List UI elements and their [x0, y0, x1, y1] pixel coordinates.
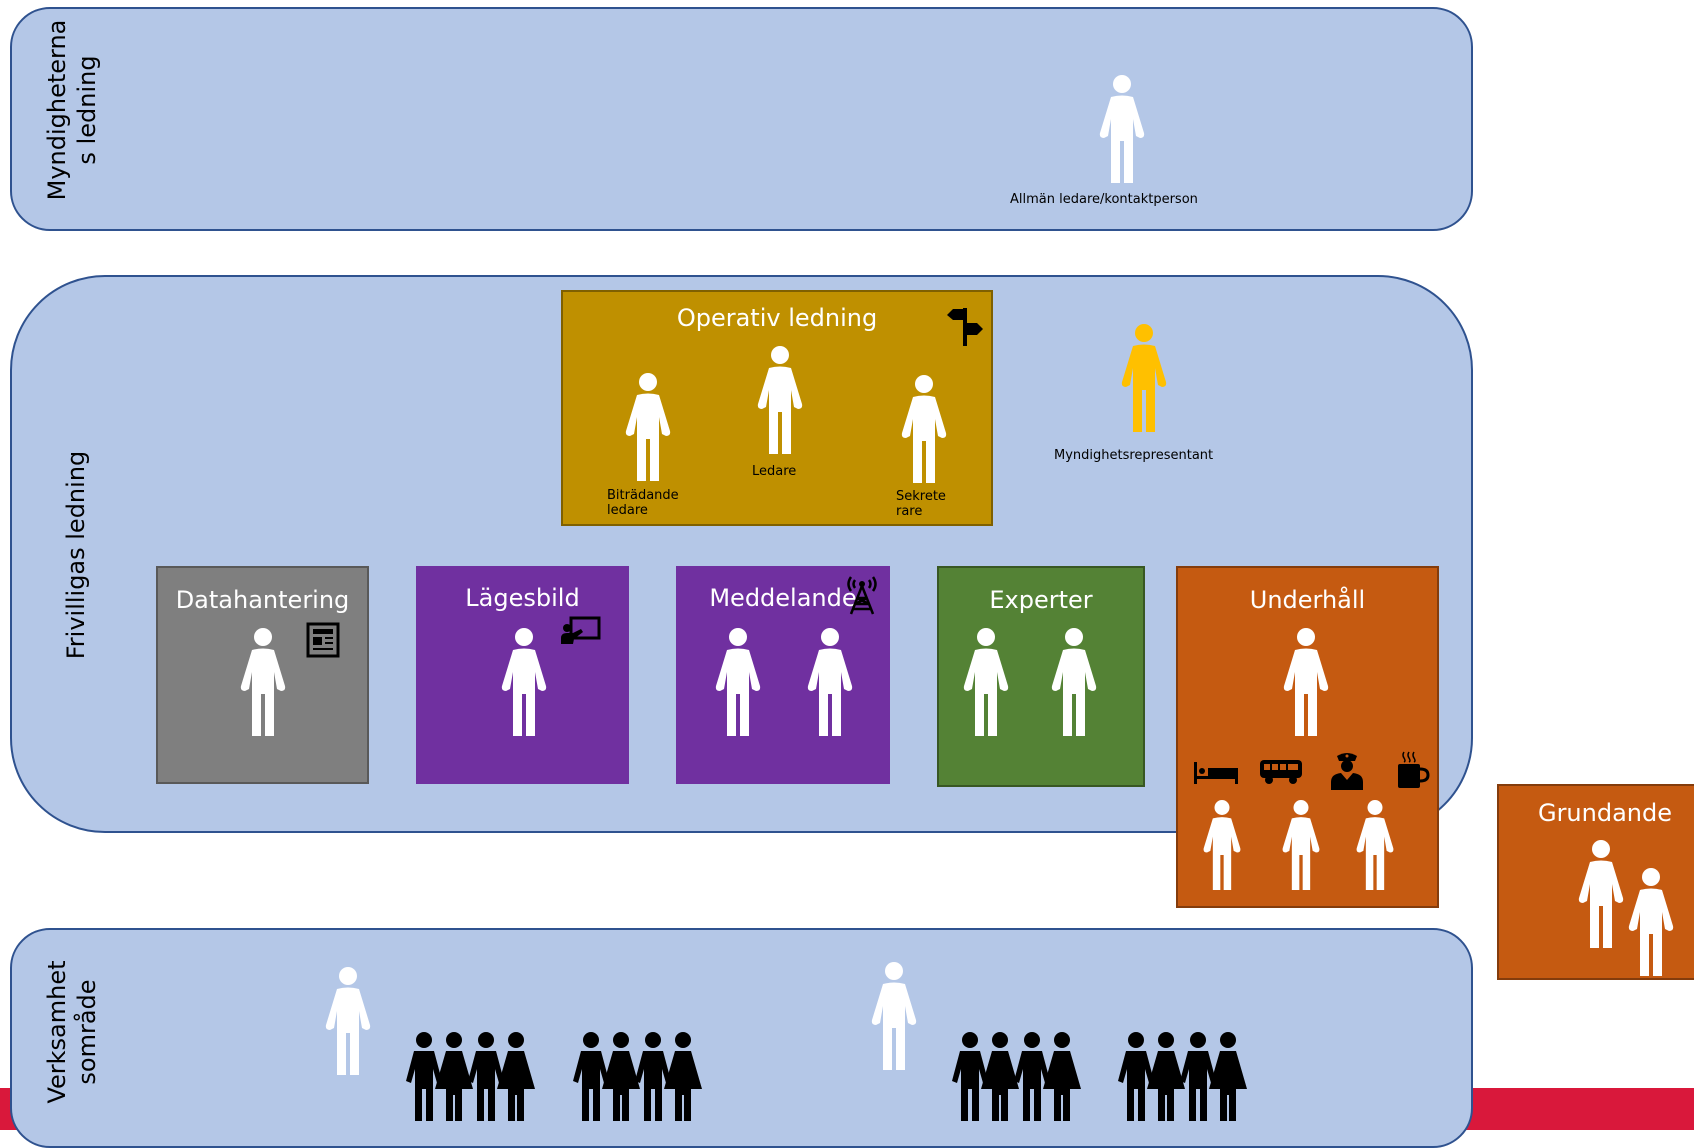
radio-tower-icon — [847, 576, 877, 615]
bus-icon — [1260, 760, 1302, 784]
presentation-icon — [561, 616, 601, 644]
experter-title: Experter — [989, 586, 1093, 614]
lagesbild-title: Lägesbild — [465, 584, 580, 612]
newspaper-icon — [306, 622, 340, 658]
lagesbild-box: Lägesbild — [416, 566, 629, 784]
grundande-title: Grundande — [1537, 799, 1673, 827]
underhall-title: Underhåll — [1249, 586, 1366, 614]
person-icon — [757, 346, 803, 454]
person-icon — [1099, 75, 1145, 183]
meddelande-title: Meddelande — [709, 584, 857, 612]
person-icon — [715, 628, 761, 736]
band-label-frivilliga: Frivilligas ledning — [62, 450, 90, 660]
person-icon — [963, 628, 1009, 736]
myndighetsrepresentant-caption: Myndighetsrepresentant — [1054, 448, 1214, 463]
datahantering-box: Datahantering — [156, 566, 369, 784]
person-icon — [501, 628, 547, 736]
band-verksamhetsomrade — [10, 928, 1473, 1148]
police-officer-icon — [1331, 753, 1363, 790]
meddelande-box: Meddelande — [676, 566, 890, 784]
grundande-box: Grundande — [1497, 784, 1694, 980]
person-icon — [871, 962, 917, 1070]
coffee-cup-icon — [1398, 751, 1430, 788]
person-caption-allman-ledare: Allmän ledare/kontaktperson — [1010, 192, 1198, 207]
role-caption-sekreterare: Sekrete rare — [896, 489, 946, 519]
operativ-ledning-box: Operativ ledning Biträdande ledare Ledar… — [561, 290, 993, 526]
person-icon — [1121, 324, 1167, 432]
person-icon — [625, 373, 671, 481]
person-icon — [1578, 840, 1624, 948]
person-icon — [1356, 800, 1394, 890]
person-icon — [807, 628, 853, 736]
person-icon — [240, 628, 286, 736]
crowd-icon — [952, 1032, 1081, 1121]
person-icon — [1628, 868, 1674, 976]
person-icon — [901, 375, 947, 483]
person-icon — [1203, 800, 1241, 890]
person-icon — [1283, 628, 1329, 736]
signpost-icon — [947, 308, 983, 346]
crowd-icon — [406, 1032, 535, 1121]
underhall-box: Underhåll — [1176, 566, 1439, 908]
person-icon — [1282, 800, 1320, 890]
band-label-verksamhet: Verksamhet sområde — [43, 960, 101, 1104]
role-caption-bitradande: Biträdande ledare — [607, 488, 679, 518]
role-caption-ledare: Ledare — [752, 464, 797, 479]
datahantering-title: Datahantering — [175, 586, 350, 614]
person-icon — [325, 967, 371, 1075]
person-icon — [1051, 628, 1097, 736]
band-label-myndigheter: Myndigheterna s ledning — [43, 19, 101, 201]
band-myndigheternas-ledning — [10, 7, 1473, 231]
crowd-icon — [573, 1032, 702, 1121]
experter-box: Experter — [937, 566, 1145, 787]
crowd-icon — [1118, 1032, 1247, 1121]
bed-icon — [1194, 762, 1238, 784]
operativ-ledning-title: Operativ ledning — [676, 304, 878, 332]
